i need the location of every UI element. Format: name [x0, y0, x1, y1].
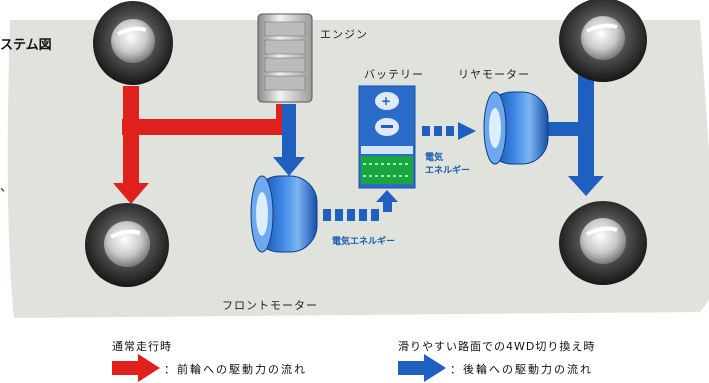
- legend-awd-desc: ：後輪への駆動力の流れ: [450, 363, 593, 376]
- rear-motor-icon: [483, 91, 549, 165]
- rear-motor-label: リヤモーター: [458, 68, 530, 81]
- rear-right-upper-tire-icon: [559, 0, 647, 82]
- energy-flow-dashes: [323, 122, 476, 221]
- legend-awd-title: 滑りやすい路面での4WD切り換え時: [398, 340, 596, 353]
- diagram-title-fragment: ステム図: [0, 38, 52, 53]
- legend-rear-swatch: [398, 354, 446, 382]
- legend-normal-title: 通常走行時: [112, 340, 172, 353]
- electric-energy-label-bottom: 電気エネルギー: [332, 237, 396, 247]
- chassis-top-band: [70, 0, 709, 10]
- engine-label: エンジン: [320, 28, 368, 41]
- engine-icon: [257, 13, 313, 103]
- legend-front-swatch: [112, 354, 160, 382]
- svg-text:+: +: [381, 94, 391, 108]
- rear-drive-flow-arrows: [273, 45, 604, 196]
- stray-mark: 、: [0, 180, 14, 195]
- battery-label: バッテリー: [364, 68, 424, 81]
- front-left-tire-icon: [93, 1, 173, 85]
- rear-right-lower-tire-icon: [559, 201, 647, 285]
- front-motor-icon: [250, 175, 318, 253]
- battery-icon: +: [358, 85, 416, 189]
- electric-energy-label-right-line1: 電気: [425, 153, 444, 163]
- electric-energy-label-right-line2: エネルギー: [425, 166, 471, 176]
- front-motor-label: フロントモーター: [222, 299, 318, 312]
- front-drive-flow-arrows: [113, 86, 292, 204]
- front-left-lower-tire-icon: [85, 203, 169, 287]
- legend-normal-desc: ：前輪への駆動力の流れ: [164, 363, 307, 376]
